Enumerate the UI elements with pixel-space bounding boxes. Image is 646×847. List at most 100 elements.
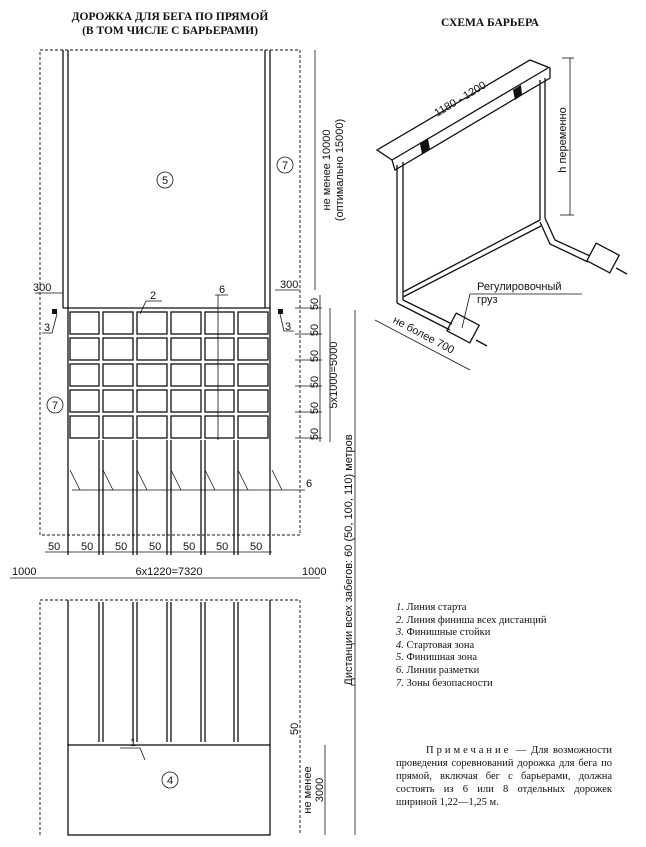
track-title-line2: (В ТОМ ЧИСЛЕ С БАРЬЕРАМИ) bbox=[82, 25, 258, 37]
marking-line bbox=[170, 469, 182, 491]
dim-50-label: 50 bbox=[183, 541, 195, 553]
marking-line bbox=[237, 469, 249, 491]
start-length-1: не менее bbox=[302, 766, 314, 813]
grid-cell bbox=[136, 415, 168, 439]
grid-cell bbox=[136, 389, 168, 413]
dim-50-label: 50 bbox=[250, 541, 262, 553]
legend-text: Зоны безопасности bbox=[406, 677, 493, 689]
legend-text: Стартовая зона bbox=[406, 639, 475, 651]
legend-number: 6. bbox=[396, 664, 404, 676]
callout-7-right: 7 bbox=[282, 160, 288, 172]
legend-text: Финишная зона bbox=[406, 652, 478, 664]
dim-50-label: 50 bbox=[48, 541, 60, 553]
legend-text: Финишные стойки bbox=[406, 627, 491, 639]
grid-cell bbox=[102, 337, 134, 361]
legend-number: 1. bbox=[396, 602, 404, 613]
callout-5: 5 bbox=[162, 175, 168, 187]
marking-line bbox=[204, 469, 216, 491]
grid-cell bbox=[102, 415, 134, 439]
legend-item: 2. Линия финиша всех дистанций bbox=[396, 615, 547, 628]
dim-50-label: 50 bbox=[309, 350, 321, 362]
grid-cell bbox=[170, 415, 202, 439]
grid-cell bbox=[69, 415, 100, 439]
legend-item: 3. Финишные стойки bbox=[396, 627, 547, 640]
distances-label: Дистанции всех забегов: 60 (50, 100, 110… bbox=[343, 434, 355, 685]
note: Примечание — Для возможности проведения … bbox=[396, 744, 612, 809]
callout-3-right: 3 bbox=[285, 321, 291, 333]
marking-line bbox=[271, 469, 283, 491]
weight-label-2: груз bbox=[477, 294, 498, 306]
callout-1: 1 bbox=[130, 737, 136, 749]
legend-text: Линии разметки bbox=[406, 664, 480, 676]
barrier-schematic: h переменно 1180 - 1200 не более 700 Рег… bbox=[374, 57, 628, 371]
grid-cell bbox=[237, 337, 269, 361]
finish-length-2: (оптимально 15000) bbox=[334, 119, 346, 221]
legend-number: 3. bbox=[396, 627, 404, 639]
dim-50-label: 50 bbox=[149, 541, 161, 553]
legend-item: 5. Финишная зона bbox=[396, 652, 547, 665]
callout-6-bottom: 6 bbox=[306, 478, 312, 490]
legend-item: 7. Зоны безопасности bbox=[396, 678, 547, 691]
legend-item: 6. Линии разметки bbox=[396, 665, 547, 678]
grid-cell bbox=[170, 311, 202, 335]
dim-50-start: 50 bbox=[289, 723, 301, 735]
legend-number: 2. bbox=[396, 614, 404, 626]
weight-label-1: Регулировочный bbox=[477, 281, 562, 293]
legend-text: Линия старта bbox=[406, 602, 467, 613]
dim-50-label: 50 bbox=[309, 428, 321, 440]
grid-cell bbox=[170, 389, 202, 413]
grid-cell bbox=[69, 337, 100, 361]
grid-cell bbox=[136, 363, 168, 387]
dim-50-label: 50 bbox=[309, 376, 321, 388]
grid-cell bbox=[204, 311, 235, 335]
dim-1000-left: 1000 bbox=[12, 566, 36, 578]
dim-50-label: 50 bbox=[309, 298, 321, 310]
start-zone bbox=[67, 744, 271, 836]
marking-line bbox=[136, 469, 148, 491]
grid-cell bbox=[102, 389, 134, 413]
grid-cell bbox=[170, 363, 202, 387]
marking-line bbox=[102, 469, 114, 491]
dim-1000-right: 1000 bbox=[302, 566, 326, 578]
dim-50-label: 50 bbox=[81, 541, 93, 553]
track-title-line1: ДОРОЖКА ДЛЯ БЕГА ПО ПРЯМОЙ bbox=[72, 9, 269, 23]
grid-cell bbox=[69, 389, 100, 413]
finish-length-1: не менее 10000 bbox=[321, 130, 333, 211]
barrier-width-label: 1180 - 1200 bbox=[433, 79, 489, 119]
lane-grid bbox=[69, 311, 283, 555]
grid-cell bbox=[237, 363, 269, 387]
legend-item: 1. Линия старта bbox=[396, 602, 547, 615]
dim-grid-length: 5х1000=5000 bbox=[328, 342, 340, 409]
grid-cell bbox=[136, 337, 168, 361]
callout-6-top: 6 bbox=[219, 284, 225, 296]
dim-50-label: 50 bbox=[309, 324, 321, 336]
grid-cell bbox=[170, 337, 202, 361]
grid-cell bbox=[237, 311, 269, 335]
grid-cell bbox=[69, 363, 100, 387]
legend-number: 5. bbox=[396, 652, 404, 664]
callout-7-left: 7 bbox=[52, 400, 58, 412]
dim-300-left: 300 bbox=[33, 282, 51, 294]
dim-50-label: 50 bbox=[309, 402, 321, 414]
callout-2: 2 bbox=[150, 290, 156, 302]
grid-cell bbox=[136, 311, 168, 335]
grid-cell bbox=[102, 311, 134, 335]
start-length-2: 3000 bbox=[314, 778, 326, 802]
dim-50-label: 50 bbox=[216, 541, 228, 553]
legend-item: 4. Стартовая зона bbox=[396, 640, 547, 653]
safety-zone-outline bbox=[39, 49, 301, 536]
note-label: Примечание bbox=[426, 745, 512, 756]
grid-cell bbox=[204, 415, 235, 439]
barrier-title: СХЕМА БАРЬЕРА bbox=[441, 17, 540, 29]
grid-cell bbox=[102, 363, 134, 387]
note-text: — Для возможности проведения соревновани… bbox=[396, 745, 612, 808]
callout-3-left: 3 bbox=[44, 322, 50, 334]
grid-cell bbox=[237, 415, 269, 439]
legend-number: 7. bbox=[396, 677, 404, 689]
track-lower: 1 4 50 не менее 3000 bbox=[39, 599, 326, 836]
grid-cell bbox=[204, 363, 235, 387]
callout-4: 4 bbox=[167, 775, 173, 787]
